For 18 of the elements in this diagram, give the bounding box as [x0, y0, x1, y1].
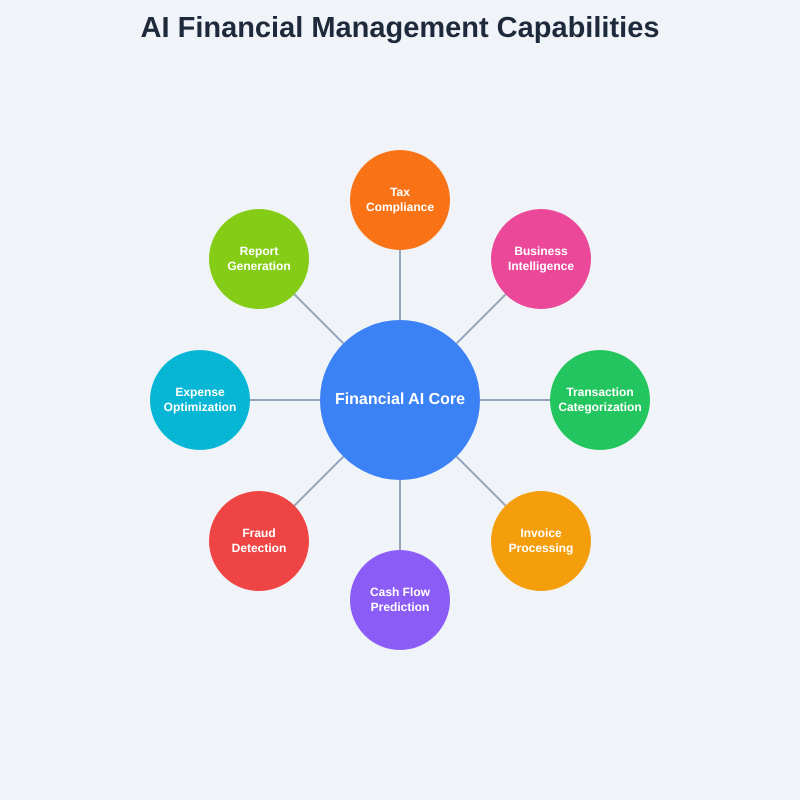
node-label: Report Generation — [226, 244, 292, 274]
node-label: Transaction Categorization — [557, 385, 643, 415]
node-label: Cash Flow Prediction — [368, 585, 431, 615]
connector-line — [399, 250, 401, 320]
connector-line — [456, 294, 506, 344]
node-label: Fraud Detection — [230, 526, 288, 556]
connector-line — [399, 480, 401, 550]
connector-line — [250, 399, 320, 401]
node-label: Invoice Processing — [508, 526, 574, 556]
node-label: Business Intelligence — [506, 244, 576, 274]
node-label: Expense Optimization — [162, 385, 238, 415]
node-label: Financial AI Core — [334, 390, 466, 410]
connector-line — [456, 456, 506, 506]
connector-line — [480, 399, 550, 401]
title: AI Financial Management Capabilities — [140, 12, 660, 45]
connector-line — [294, 294, 344, 344]
connector-line — [294, 456, 344, 506]
node-label: Tax Compliance — [364, 185, 435, 215]
